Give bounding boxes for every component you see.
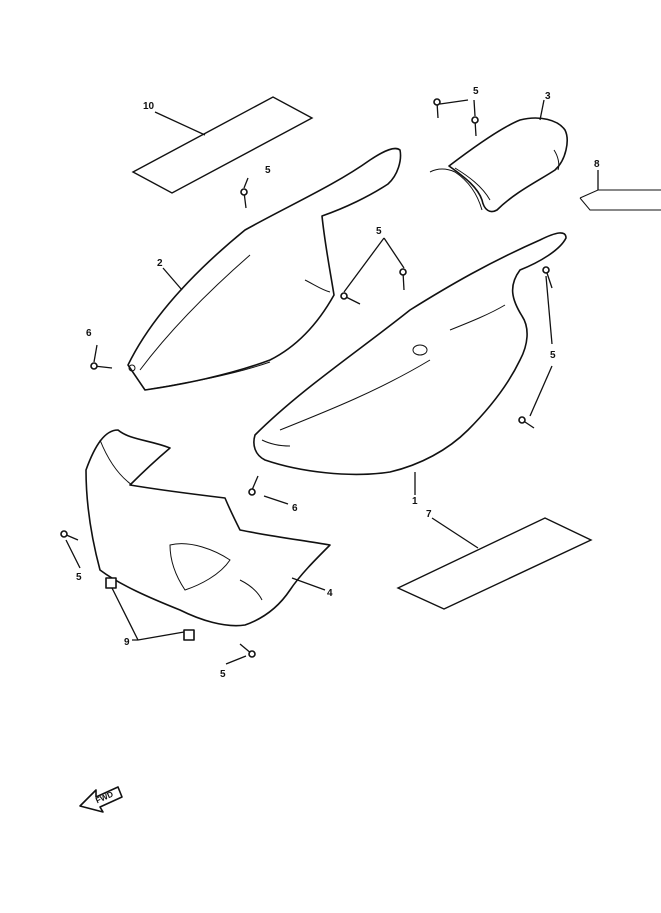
clip-9-a [105,577,117,589]
callout-5-d: 5 [550,350,556,361]
screw-5-h [60,530,79,541]
decal-part-7 [396,517,593,610]
callout-5-b: 5 [376,226,382,237]
screw-5-g [518,416,535,429]
callout-8: 8 [594,159,600,170]
screw-5-b [399,268,407,291]
callout-3: 3 [545,91,551,102]
screw-5-d [433,98,441,119]
part-2-side-panel-upper [127,147,402,391]
part-1-side-cover-main [253,232,567,476]
callout-4: 4 [327,588,333,599]
clip-9-b [183,629,195,641]
callout-6-b: 6 [292,503,298,514]
callout-5-c: 5 [473,86,479,97]
callout-5-f: 5 [220,669,226,680]
screws-part-5 [60,98,553,658]
callout-labels: 1 2 3 4 5 5 5 5 5 5 6 6 7 8 9 10 [76,86,600,680]
callout-7: 7 [426,509,432,520]
callout-9: 9 [124,637,130,648]
screw-6-b [248,475,259,496]
callout-5-e: 5 [76,572,82,583]
screw-5-i [239,643,256,658]
callout-6-a: 6 [86,328,92,339]
fwd-arrow: FWD [79,786,123,813]
callout-1: 1 [412,496,418,507]
part-3-tail-cover [429,117,568,213]
callout-2: 2 [157,258,163,269]
screw-5-e [471,116,479,137]
screw-5-f [542,266,553,289]
part-4-lower-cover [85,429,331,627]
decal-part-10 [131,96,314,194]
callout-5-a: 5 [265,165,271,176]
screw-5-a [240,188,248,209]
part-8-fragment [579,189,661,211]
callout-10: 10 [143,101,155,112]
leader-lines [65,99,599,665]
clips-part-9 [105,577,195,641]
screw-5-c [340,292,361,305]
screw-6-a [90,362,113,370]
